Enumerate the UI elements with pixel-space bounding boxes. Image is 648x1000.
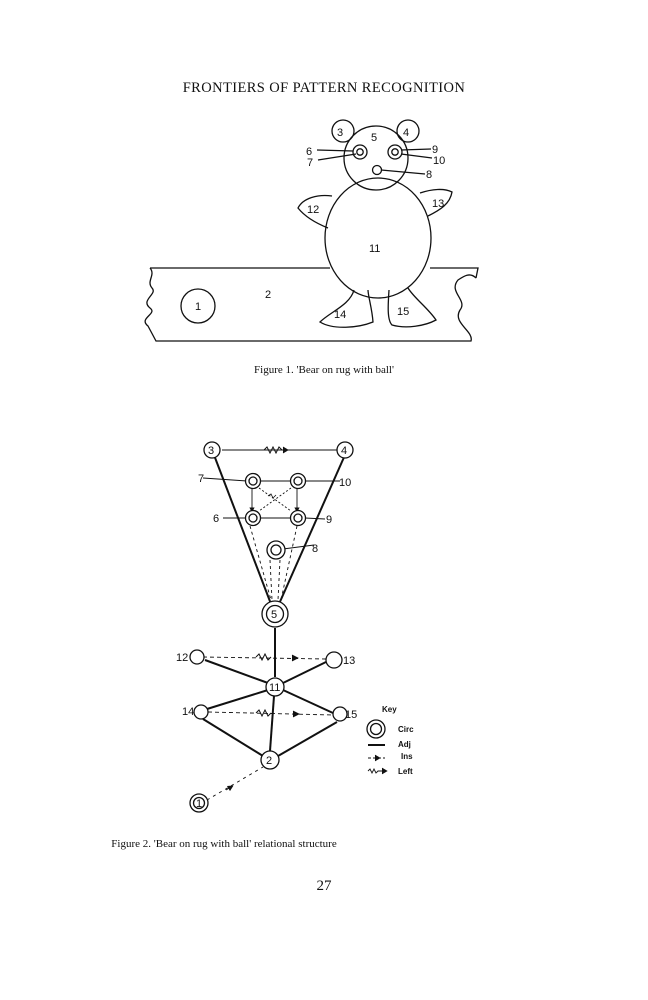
fig1-label-3: 3 — [337, 127, 343, 139]
fig2-label-10: 10 — [339, 477, 351, 489]
node-14 — [193, 704, 209, 720]
figure-1-caption: Figure 1. 'Bear on rug with ball' — [254, 364, 394, 376]
fig2-label-3: 3 — [208, 445, 214, 457]
node-12 — [189, 649, 205, 665]
foot-left-shape — [318, 289, 374, 328]
nose-shape — [371, 164, 383, 176]
node-5-outer — [261, 600, 289, 628]
node-10-outer — [289, 472, 307, 490]
node-7-outer — [244, 472, 262, 490]
ear-left-shape — [331, 119, 355, 143]
fig2-label-12: 12 — [176, 652, 188, 664]
key-circ-label: Circ — [398, 725, 414, 734]
eye-right-inner — [391, 148, 399, 156]
fig1-label-5: 5 — [371, 132, 377, 144]
fig1-label-10: 10 — [433, 155, 445, 167]
fig1-label-9: 9 — [432, 144, 438, 156]
fig2-label-4: 4 — [341, 445, 347, 457]
fig2-label-11: 11 — [269, 682, 280, 694]
foot-right-shape — [387, 287, 437, 328]
node-9-outer — [289, 509, 307, 527]
key-ins-label: Ins — [401, 752, 413, 761]
node-4 — [336, 441, 354, 459]
fig1-label-4: 4 — [403, 127, 409, 139]
node-3 — [203, 441, 221, 459]
body-shape — [324, 177, 432, 299]
fig2-label-14: 14 — [182, 706, 194, 718]
eye-right-outer — [387, 144, 403, 160]
fig2-label-8: 8 — [312, 543, 318, 555]
fig1-label-1: 1 — [195, 301, 201, 313]
ear-right-shape — [396, 119, 420, 143]
fig1-label-12: 12 — [307, 204, 319, 216]
eye-left-inner — [356, 148, 364, 156]
head-shape — [343, 125, 409, 191]
node-2 — [260, 750, 280, 770]
key-title: Key — [382, 705, 397, 714]
node-15 — [332, 706, 348, 722]
ball-shape — [180, 288, 216, 324]
fig1-label-15: 15 — [397, 306, 409, 318]
fig1-label-11: 11 — [369, 243, 380, 255]
arm-right-shape — [419, 188, 453, 217]
key-circ-symbol-outer — [366, 719, 386, 739]
fig2-label-13: 13 — [343, 655, 355, 667]
fig2-label-2: 2 — [266, 755, 272, 767]
rug-outline — [144, 267, 479, 342]
page-number: 27 — [316, 878, 332, 894]
fig2-label-15: 15 — [345, 709, 357, 721]
node-1-outer — [189, 793, 209, 813]
figure-2-caption: Figure 2. 'Bear on rug with ball' relati… — [111, 838, 337, 850]
fig1-label-7: 7 — [307, 157, 313, 169]
fig2-label-5: 5 — [271, 609, 277, 621]
node-13 — [325, 651, 343, 669]
key-adj-label: Adj — [398, 740, 411, 749]
node-11 — [265, 677, 285, 697]
node-6-outer — [244, 509, 262, 527]
fig1-label-14: 14 — [334, 309, 346, 321]
fig1-label-13: 13 — [432, 198, 444, 210]
fig1-label-2: 2 — [265, 289, 271, 301]
running-header: FRONTIERS OF PATTERN RECOGNITION — [182, 80, 466, 96]
node-8-outer — [266, 540, 286, 560]
fig2-label-1: 1 — [196, 798, 202, 810]
arm-left-shape — [297, 194, 333, 229]
fig1-label-8: 8 — [426, 169, 432, 181]
fig2-label-7: 7 — [198, 473, 204, 485]
eye-left-outer — [352, 144, 368, 160]
fig2-label-9: 9 — [326, 514, 332, 526]
fig2-label-6: 6 — [213, 513, 219, 525]
fig1-label-6: 6 — [306, 146, 312, 158]
key-left-label: Left — [398, 767, 413, 776]
